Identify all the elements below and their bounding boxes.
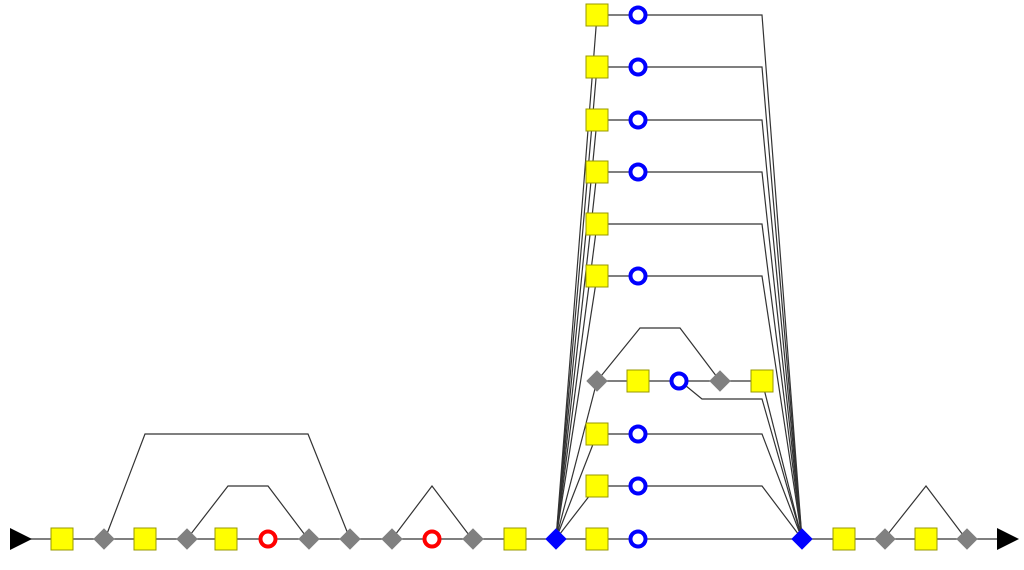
yellow-square-icon-3	[214, 527, 238, 551]
blue-ring-icon-5	[628, 162, 648, 182]
edge-23	[555, 433, 598, 540]
yellow-square-icon-4	[503, 527, 527, 551]
blue-ring-icon-3	[628, 57, 648, 77]
edge-24	[597, 433, 803, 540]
edge-4	[391, 485, 473, 540]
gray-diamond-icon-10	[709, 370, 731, 392]
yellow-square-icon-11	[585, 160, 609, 184]
edge-2	[104, 433, 351, 540]
yellow-square-icon-5	[585, 527, 609, 551]
yellow-square-icon-9	[585, 55, 609, 79]
edge-22	[761, 380, 803, 540]
gray-diamond-icon-1	[93, 528, 115, 550]
blue-ring-icon-8	[628, 476, 648, 496]
edge-13	[597, 171, 803, 540]
blue-ring-icon-1	[628, 529, 648, 549]
yellow-square-icon-2	[133, 527, 157, 551]
edge-17	[597, 275, 803, 540]
edge-21	[679, 380, 803, 540]
blue-ring-icon-2	[628, 5, 648, 25]
edge-6	[555, 14, 598, 540]
end-triangle-icon	[997, 528, 1019, 550]
edge-16	[555, 275, 598, 540]
gray-diamond-icon-9	[586, 370, 608, 392]
edge-8	[555, 66, 598, 540]
red-ring-icon-1	[258, 529, 278, 549]
yellow-square-icon-10	[585, 108, 609, 132]
edge-10	[555, 119, 598, 540]
gray-diamond-icon-8	[956, 528, 978, 550]
edge-15	[597, 223, 803, 540]
start-triangle-icon	[10, 528, 32, 550]
edge-7	[597, 14, 803, 540]
gray-diamond-icon-4	[339, 528, 361, 550]
edge-26	[597, 485, 803, 540]
gray-diamond-icon-5	[381, 528, 403, 550]
yellow-square-icon-15	[585, 474, 609, 498]
blue-ring-icon-7	[628, 424, 648, 444]
red-ring-icon-2	[422, 529, 442, 549]
nodes-layer	[10, 3, 1019, 551]
blue-diamond-icon-1	[545, 528, 567, 550]
edge-11	[597, 119, 803, 540]
yellow-square-icon-1	[50, 527, 74, 551]
yellow-square-icon-17	[750, 369, 774, 393]
yellow-square-icon-14	[585, 422, 609, 446]
yellow-square-icon-16	[626, 369, 650, 393]
yellow-square-icon-13	[585, 264, 609, 288]
gray-diamond-icon-7	[874, 528, 896, 550]
yellow-square-icon-6	[832, 527, 856, 551]
yellow-square-icon-12	[585, 212, 609, 236]
edge-3	[186, 485, 309, 540]
gray-diamond-icon-3	[298, 528, 320, 550]
edge-18	[555, 380, 598, 540]
blue-ring-icon-4	[628, 110, 648, 130]
blue-ring-icon-6	[628, 266, 648, 286]
gray-diamond-icon-2	[176, 528, 198, 550]
edges-layer	[20, 14, 1008, 540]
gray-diamond-icon-6	[462, 528, 484, 550]
blue-diamond-icon-2	[791, 528, 813, 550]
edge-9	[597, 66, 803, 540]
blue-ring-icon-9	[669, 371, 689, 391]
yellow-square-icon-7	[914, 527, 938, 551]
yellow-square-icon-8	[585, 3, 609, 27]
edge-5	[883, 485, 967, 540]
edge-20	[596, 327, 721, 382]
